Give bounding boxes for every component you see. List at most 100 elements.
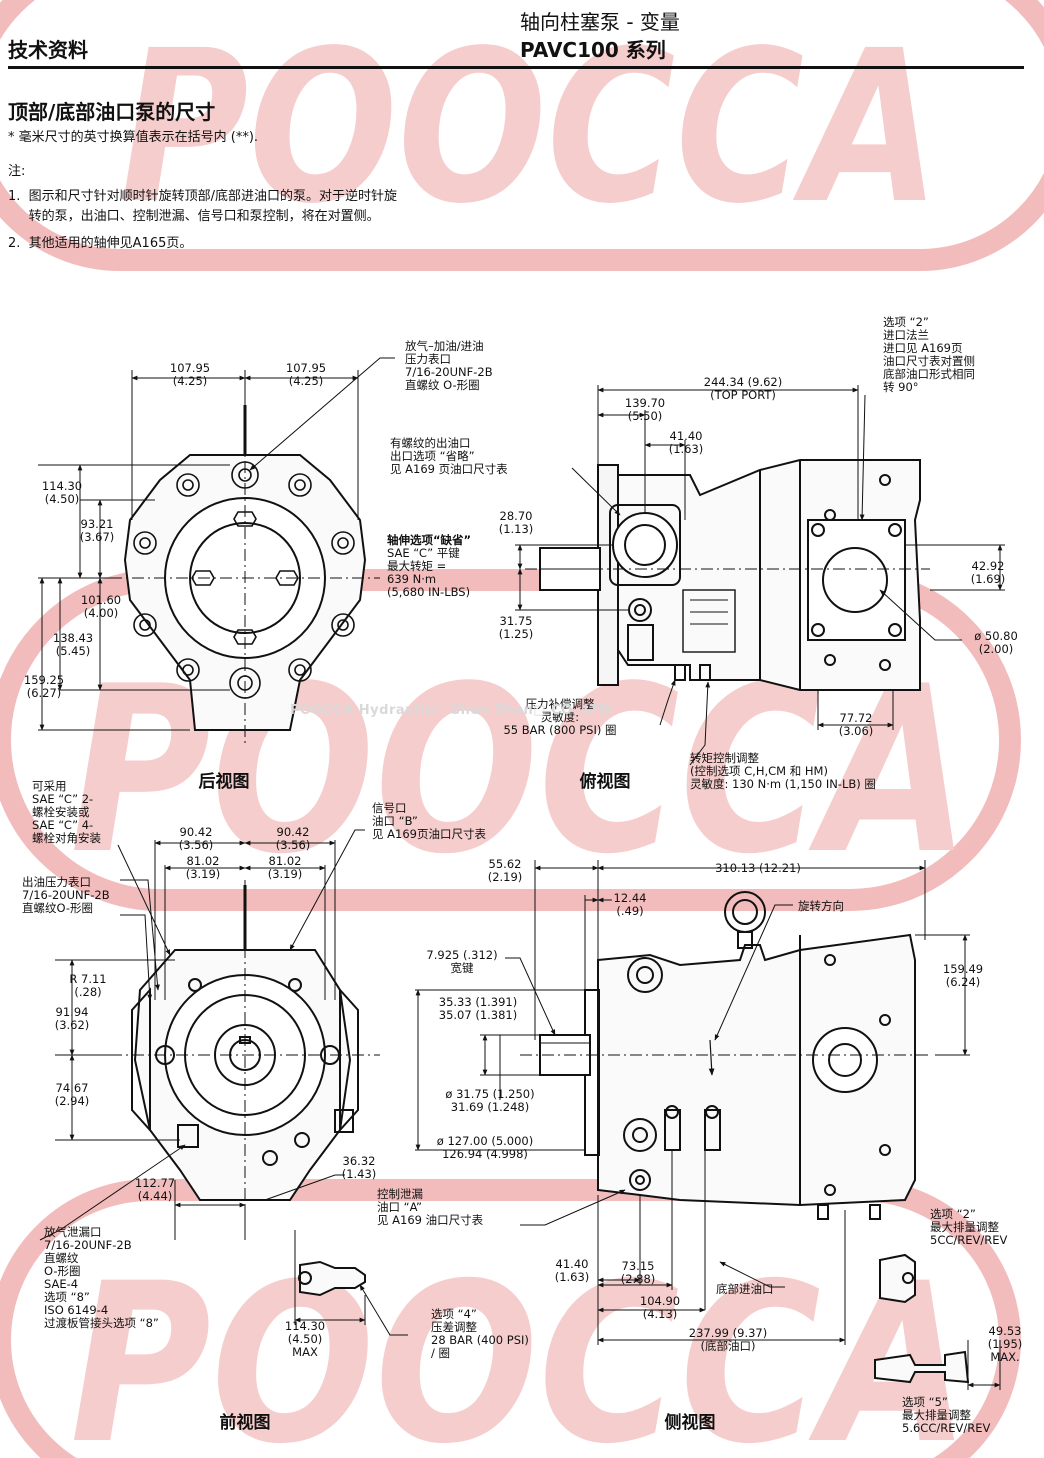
label-ctrl-drain: 控制泄漏油口 “A”见 A169 油口尺寸表 bbox=[377, 1187, 484, 1227]
label-line: 有螺纹的出油口 bbox=[390, 436, 471, 450]
label-line: 转矩控制调整 bbox=[690, 751, 759, 765]
label-line: (底部油口) bbox=[701, 1339, 756, 1353]
label-side-310: 310.13 (12.21) bbox=[715, 861, 801, 875]
label-line: 可采用 bbox=[32, 779, 67, 793]
label-line: 选项 “8” bbox=[44, 1290, 90, 1304]
label-front-36: 36.32(1.43) bbox=[342, 1154, 377, 1181]
company-watermark: POOCCA Hydraulic□ Shen Zhen□ CO.,LTD. bbox=[290, 703, 617, 718]
side-view-dimensions bbox=[415, 860, 1001, 1390]
label-option2-inlet: 选项 “2”进口法兰进口见 A169页油口尺寸表对置侧底部油口形式相同转 90° bbox=[883, 315, 975, 394]
label-side-35: 35.33 (1.391)35.07 (1.381) bbox=[439, 995, 517, 1022]
label-line: 选项 “2” bbox=[930, 1207, 976, 1221]
label-line: 螺栓安装或 bbox=[32, 805, 90, 819]
top-view-dimensions bbox=[515, 385, 1005, 766]
label-side-237: 237.99 (9.37)(底部油口) bbox=[689, 1326, 767, 1353]
label-side-12: 12.44(.49) bbox=[614, 891, 647, 918]
label-line: (.49) bbox=[616, 904, 643, 918]
label-line: 见 A169页油口尺寸表 bbox=[372, 827, 486, 841]
label-line: (1.69) bbox=[971, 572, 1006, 586]
label-line: 55 BAR (800 PSI) 圈 bbox=[503, 723, 616, 737]
label-line: (4.50) bbox=[288, 1332, 323, 1346]
label-top-42: 42.92(1.69) bbox=[971, 559, 1006, 586]
label-line: 55.62 bbox=[489, 857, 522, 871]
label-line: 进口法兰 bbox=[883, 328, 929, 342]
label-line: 107.95 bbox=[170, 361, 210, 375]
note-1b: 转的泵，出油口、控制泄漏、信号口和泵控制，将在对置侧。 bbox=[8, 209, 380, 224]
label-line: 灵敏度: bbox=[541, 710, 579, 724]
label-line: 压力补偿调整 bbox=[526, 697, 595, 711]
label-side-73: 73.15(2.88) bbox=[621, 1259, 656, 1286]
label-bottom-inlet: 底部进油口 bbox=[716, 1282, 774, 1296]
notes-heading: 注: bbox=[8, 164, 26, 179]
label-line: 77.72 bbox=[840, 711, 873, 725]
label-line: 36.32 bbox=[343, 1154, 376, 1168]
label-line: (.28) bbox=[74, 985, 101, 999]
label-line: 310.13 (12.21) bbox=[715, 861, 801, 875]
label-line: 转 90° bbox=[883, 380, 919, 394]
label-line: (4.25) bbox=[173, 374, 208, 388]
note-2: 2. 其他适用的轴伸见A165页。 bbox=[8, 236, 193, 251]
view-title-side: 侧视图 bbox=[665, 1412, 716, 1433]
label-front-81l: 81.02(3.19) bbox=[186, 854, 221, 881]
section-title: 顶部/底部油口泵的尺寸 bbox=[8, 100, 216, 124]
label-line: (1.63) bbox=[669, 442, 704, 456]
label-line: 油口 “A” bbox=[377, 1200, 422, 1214]
label-line: (5,680 IN-LBS) bbox=[387, 585, 470, 599]
label-line: ø 127.00 (5.000) bbox=[437, 1134, 533, 1148]
label-line: 见 A169 页油口尺寸表 bbox=[390, 462, 508, 476]
label-line: 28.70 bbox=[500, 509, 533, 523]
label-line: SAE “C” 4- bbox=[32, 818, 93, 832]
label-line: 126.94 (4.998) bbox=[442, 1147, 528, 1161]
label-line: SAE “C” 平键 bbox=[387, 546, 460, 560]
label-line: (5.45) bbox=[56, 644, 91, 658]
label-front-74: 74.67(2.94) bbox=[55, 1081, 90, 1108]
label-shaft-option: 轴伸选项“缺省”SAE “C” 平键最大转矩 =639 N·m(5,680 IN… bbox=[387, 533, 471, 599]
label-line: (3.67) bbox=[80, 530, 115, 544]
label-line: ø 50.80 bbox=[974, 629, 1018, 643]
label-rear-114: 114.30(4.50) bbox=[42, 479, 82, 506]
label-line: 最大排量调整 bbox=[902, 1408, 971, 1422]
label-line: 底部进油口 bbox=[716, 1282, 774, 1296]
label-line: 最大排量调整 bbox=[930, 1220, 999, 1234]
label-line: 油口 “B” bbox=[372, 814, 418, 828]
side-view-drawing bbox=[520, 891, 970, 1384]
label-line: 油口尺寸表对置侧 bbox=[883, 354, 975, 368]
label-line: 直螺纹 O-形圈 bbox=[405, 378, 480, 392]
label-line: 114.30 bbox=[42, 479, 82, 493]
label-top-50: ø 50.80(2.00) bbox=[974, 629, 1018, 656]
label-line: R 7.11 bbox=[69, 972, 106, 986]
label-top-28: 28.70(1.13) bbox=[499, 509, 534, 536]
label-line: 12.44 bbox=[614, 891, 647, 905]
label-line: (3.62) bbox=[55, 1018, 90, 1032]
label-side-127: ø 127.00 (5.000)126.94 (4.998) bbox=[437, 1134, 533, 1161]
label-signal-port: 信号口油口 “B”见 A169页油口尺寸表 bbox=[372, 801, 486, 841]
rear-view-drawing bbox=[110, 395, 380, 745]
watermark-pill-top bbox=[0, 0, 1044, 271]
label-line: 出油压力表口 bbox=[22, 875, 91, 889]
label-line: (4.25) bbox=[289, 374, 324, 388]
label-line: 90.42 bbox=[277, 825, 310, 839]
label-line: 41.40 bbox=[670, 429, 703, 443]
label-line: (3.56) bbox=[179, 838, 214, 852]
label-top-77: 77.72(3.06) bbox=[839, 711, 874, 738]
label-line: (2.94) bbox=[55, 1094, 90, 1108]
label-line: 31.75 bbox=[500, 614, 533, 628]
label-rear-138: 138.43(5.45) bbox=[53, 631, 93, 658]
header-divider bbox=[8, 66, 1024, 69]
label-outlet-threaded: 有螺纹的出油口出口选项 “省略”见 A169 页油口尺寸表 bbox=[390, 436, 508, 476]
label-top-244: 244.34 (9.62)(TOP PORT) bbox=[704, 375, 782, 402]
label-line: MAX. bbox=[990, 1350, 1019, 1364]
label-line: 5.6CC/REV/REV bbox=[902, 1421, 990, 1435]
label-line: 112.77 bbox=[135, 1176, 175, 1190]
label-front-90l: 90.42(3.56) bbox=[179, 825, 214, 852]
label-line: 90.42 bbox=[180, 825, 213, 839]
label-line: 底部油口形式相同 bbox=[883, 367, 975, 381]
label-line: 42.92 bbox=[972, 559, 1005, 573]
label-line: 控制泄漏 bbox=[377, 1187, 423, 1201]
